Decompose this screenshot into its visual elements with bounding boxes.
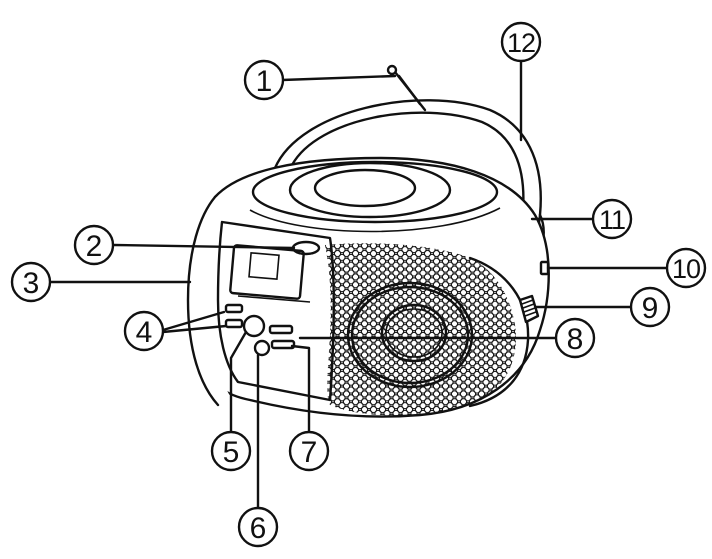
callout-10: 10 xyxy=(665,247,707,289)
callout-6: 6 xyxy=(237,506,279,548)
callout-label-9: 9 xyxy=(642,292,659,325)
leader-5 xyxy=(229,330,248,434)
callout-label-11: 11 xyxy=(599,205,625,235)
callout-8: 8 xyxy=(554,317,596,359)
callout-5: 5 xyxy=(210,430,252,472)
leader-1 xyxy=(280,74,397,82)
callout-label-4: 4 xyxy=(136,316,153,349)
callouts: 1 2 3 4 5 6 7 8 xyxy=(10,21,707,548)
callout-label-12: 12 xyxy=(507,28,535,58)
callout-7: 7 xyxy=(288,430,330,472)
display-screen xyxy=(248,251,280,281)
button-right-lower xyxy=(270,339,296,350)
leader-4b xyxy=(161,324,228,334)
callout-label-6: 6 xyxy=(250,512,267,545)
callout-9: 9 xyxy=(629,286,671,328)
leader-7 xyxy=(290,344,311,434)
cd-lid-center xyxy=(313,168,417,208)
callout-3: 3 xyxy=(10,261,52,303)
right-speaker xyxy=(325,243,516,416)
callout-4: 4 xyxy=(123,310,165,352)
callout-11: 11 xyxy=(591,198,633,240)
callout-label-10: 10 xyxy=(672,254,700,284)
leader-2 xyxy=(112,243,296,250)
speaker-outer-ring xyxy=(346,281,474,389)
button-left-lower xyxy=(224,318,244,329)
cd-lid-ring xyxy=(288,161,452,219)
play-button xyxy=(242,314,266,338)
leader-4a xyxy=(161,310,226,332)
boombox xyxy=(186,64,550,418)
callout-label-8: 8 xyxy=(567,323,584,356)
callout-12: 12 xyxy=(500,21,542,63)
callout-1: 1 xyxy=(243,59,285,101)
callout-label-7: 7 xyxy=(301,436,318,469)
antenna xyxy=(386,64,427,112)
callout-label-3: 3 xyxy=(23,267,40,300)
button-right-upper xyxy=(268,324,294,335)
callout-label-5: 5 xyxy=(223,436,240,469)
callout-label-1: 1 xyxy=(256,65,273,98)
callout-2: 2 xyxy=(73,224,115,266)
leader-lines xyxy=(49,60,668,510)
left-speaker xyxy=(186,195,232,407)
volume-knob xyxy=(518,294,540,324)
button-left-upper xyxy=(224,303,244,314)
stop-button xyxy=(253,339,271,357)
speaker-cone xyxy=(380,303,448,363)
callout-label-2: 2 xyxy=(86,230,103,263)
